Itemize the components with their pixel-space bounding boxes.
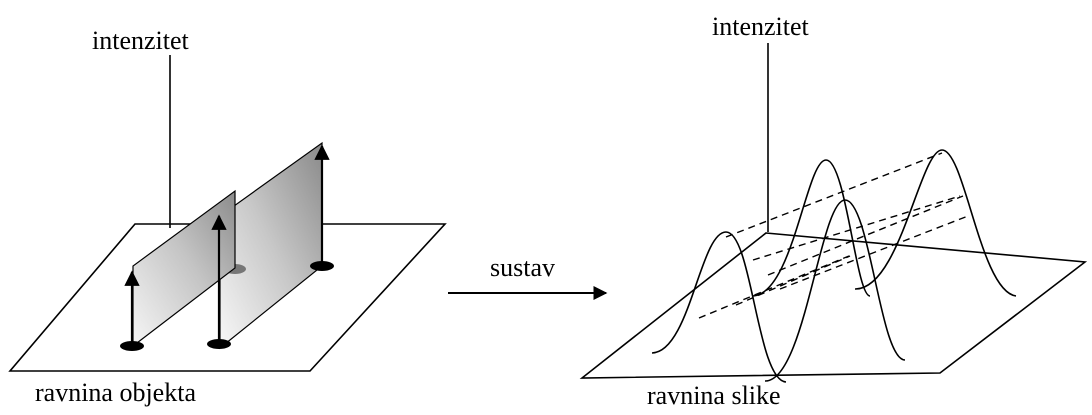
gaussian-peaks (651, 149, 1017, 383)
system-label: sustav (490, 253, 555, 282)
object-plane-group (8, 55, 447, 372)
dashed-guides (698, 152, 969, 319)
object-plane-label: ravnina objekta (35, 378, 196, 407)
gaussian-peak (751, 159, 871, 297)
right-intensity-label: intenzitet (712, 12, 809, 41)
left-intensity-label: intenzitet (92, 26, 189, 55)
image-plane-label: ravnina slike (647, 381, 781, 410)
object-plane (8, 223, 447, 372)
base-dot (207, 339, 231, 349)
base-dot (310, 261, 334, 271)
gaussian-peak (854, 149, 1017, 297)
gaussian-peak (651, 231, 787, 383)
base-dot (120, 341, 144, 351)
gaussian-peak (764, 199, 906, 382)
image-plane-group (579, 43, 1088, 383)
image-plane (579, 232, 1088, 379)
